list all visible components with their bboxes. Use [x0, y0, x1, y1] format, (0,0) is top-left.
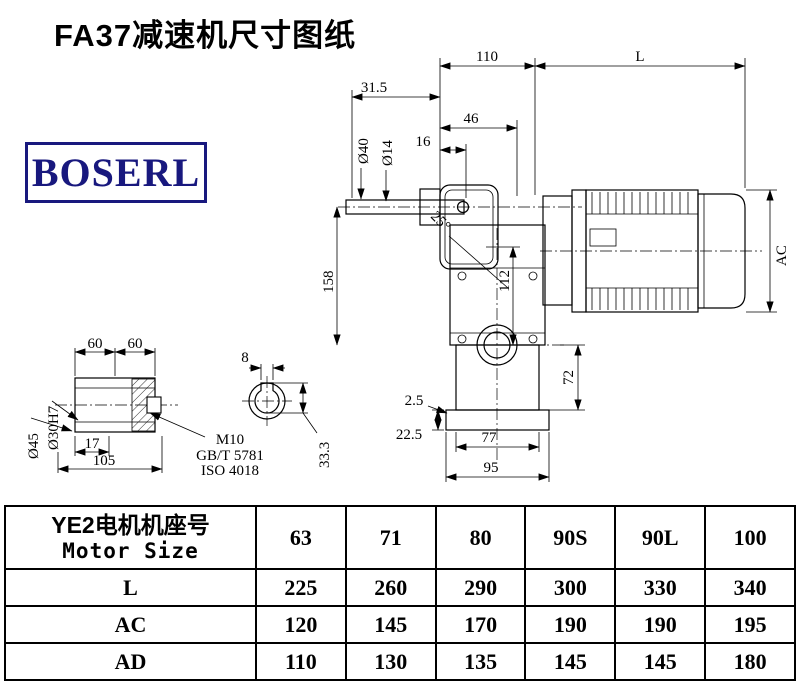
row-label-cell: L [4, 568, 257, 607]
label-gbt5781: GB/T 5781 [196, 448, 264, 464]
label-iso4018: ISO 4018 [201, 463, 259, 479]
value-cell: 300 [524, 568, 617, 607]
shaft-section-view: 8 33.3 [241, 350, 333, 468]
technical-drawing: 110 L 31.5 46 16 Ø40 Ø14 25° 158 112 72 … [26, 50, 790, 482]
dim-33-3: 33.3 [317, 442, 333, 468]
dim-AC-72: 72 [561, 370, 577, 385]
row-label-cell: AC [4, 605, 257, 644]
dim-8: 8 [241, 350, 249, 366]
dim-dia45: Ø45 [26, 433, 42, 459]
dim-95: 95 [484, 460, 499, 476]
dim-60a: 60 [88, 336, 103, 352]
dim-dia40: Ø40 [356, 138, 372, 164]
dim-46: 46 [464, 111, 480, 127]
dim-22-5: 22.5 [396, 427, 422, 443]
dim-110: 110 [476, 50, 498, 65]
value-cell: 340 [704, 568, 796, 607]
value-cell: 330 [614, 568, 707, 607]
value-cell: 225 [255, 568, 347, 607]
gear-housing-lower [455, 344, 540, 411]
dim-L: L [635, 50, 644, 65]
main-view [338, 184, 762, 462]
table-row-AD: AD 110 130 135 145 145 180 [4, 642, 796, 681]
table-row-L: L 225 260 290 300 330 340 [4, 568, 796, 607]
bolt-hole-icon [528, 334, 538, 344]
value-cell: 170 [434, 605, 527, 644]
size-col-header: 63 [255, 505, 347, 570]
dim-dia30h7: Ø30H7 [46, 405, 62, 450]
motor-size-header-cell: YE2电机机座号 Motor Size [4, 505, 257, 570]
fan-cover [697, 193, 746, 309]
motor-size-label-en: Motor Size [62, 539, 199, 564]
value-cell: 290 [434, 568, 527, 607]
dim-60b: 60 [128, 336, 143, 352]
table-header-row: YE2电机机座号 Motor Size 63 71 80 90S 90L 100 [4, 505, 796, 570]
section-extension-lines [260, 364, 318, 434]
extension-lines [351, 58, 777, 482]
shaft-extension-lines [57, 348, 163, 473]
bolt-hole-icon [457, 271, 467, 281]
value-cell: 135 [434, 642, 527, 681]
value-cell: 110 [255, 642, 347, 681]
dim-2-5: 2.5 [405, 393, 424, 409]
input-shaft [345, 199, 465, 215]
dim-112: 112 [497, 270, 513, 292]
mounting-flange-inner [444, 189, 494, 265]
dim-31-5: 31.5 [361, 80, 387, 96]
size-col-header: 100 [704, 505, 796, 570]
value-cell: 180 [704, 642, 796, 681]
page-title: FA37减速机尺寸图纸 [54, 18, 357, 53]
motor-adapter [542, 195, 573, 306]
dim-AC: AC [774, 245, 790, 266]
size-col-header: 90S [524, 505, 617, 570]
motor-size-table: YE2电机机座号 Motor Size 63 71 80 90S 90L 100… [4, 505, 796, 681]
value-cell: 260 [344, 568, 437, 607]
housing-lines [450, 267, 545, 334]
dim-77: 77 [482, 430, 498, 446]
dimension-annotations: 110 L 31.5 46 16 Ø40 Ø14 25° 158 112 72 … [321, 50, 790, 482]
table-row-AC: AC 120 145 170 190 190 195 [4, 605, 796, 644]
value-cell: 190 [524, 605, 617, 644]
flange-hole [456, 200, 470, 214]
dim-105: 105 [93, 453, 116, 469]
size-col-header: 90L [614, 505, 707, 570]
value-cell: 195 [704, 605, 796, 644]
shaft-detail-view: 60 60 17 105 Ø45 Ø30H7 M10 GB/T 5781 ISO… [26, 336, 264, 479]
row-label-cell: AD [4, 642, 257, 681]
motor-size-label-cn: YE2电机机座号 [51, 511, 210, 538]
value-cell: 145 [344, 605, 437, 644]
angle-reference-line [448, 235, 509, 289]
value-cell: 145 [614, 642, 707, 681]
value-cell: 130 [344, 642, 437, 681]
dim-158: 158 [321, 271, 337, 294]
value-cell: 190 [614, 605, 707, 644]
dim-dia14: Ø14 [380, 140, 396, 166]
value-cell: 145 [524, 642, 617, 681]
dim-17: 17 [85, 436, 101, 452]
size-col-header: 71 [344, 505, 437, 570]
label-m10: M10 [216, 432, 244, 448]
section-bore-keyway [254, 382, 280, 414]
dim-16: 16 [416, 134, 432, 150]
logo-text: BOSERL [31, 150, 201, 195]
size-col-header: 80 [434, 505, 527, 570]
motor-fins [591, 192, 689, 310]
retaining-bolt [146, 396, 162, 414]
motor-body-lines [586, 213, 698, 289]
mounting-flange [439, 184, 499, 270]
value-cell: 120 [255, 605, 347, 644]
bolt-hole-icon [528, 271, 538, 281]
motor-nameplate [589, 228, 617, 247]
mounting-foot [445, 409, 550, 431]
section-centerlines [242, 376, 292, 426]
bolt-hole-icon [457, 334, 467, 344]
boserl-logo: BOSERL [25, 142, 207, 203]
